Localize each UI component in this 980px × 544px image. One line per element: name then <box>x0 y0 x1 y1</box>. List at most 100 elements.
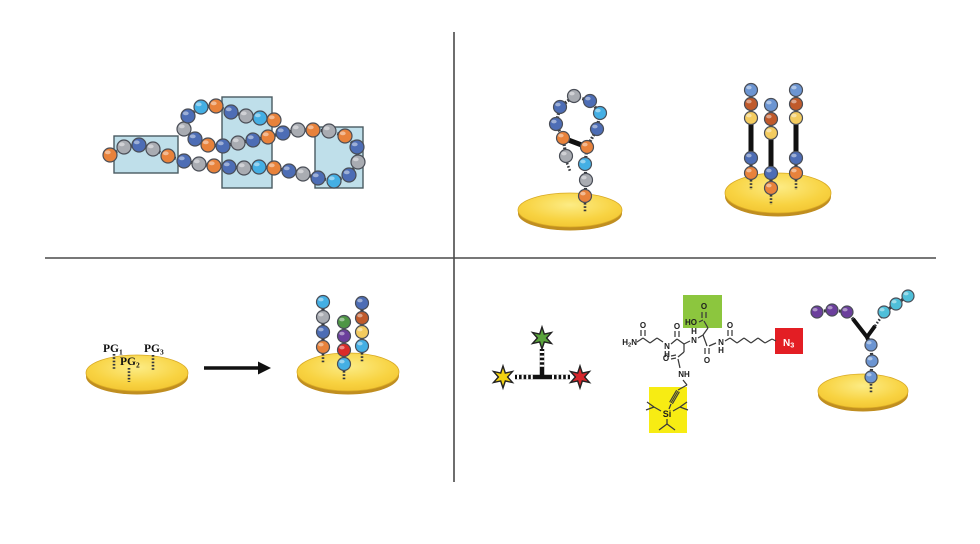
bead <box>102 147 118 163</box>
bead <box>763 125 779 141</box>
pg-label-3: PG3 <box>144 343 164 357</box>
bead <box>558 148 574 164</box>
atom-label: N <box>691 336 697 345</box>
green-star <box>530 324 554 352</box>
bead <box>349 139 365 155</box>
bead <box>354 338 370 354</box>
bead <box>350 154 366 170</box>
rod-strand <box>743 82 759 190</box>
panel-immobilized-structures <box>517 82 832 231</box>
bead <box>145 141 161 157</box>
bead <box>215 138 231 154</box>
gold-disc-display <box>817 373 909 412</box>
star-tripod <box>491 324 592 391</box>
bead <box>245 132 261 148</box>
bead <box>864 338 878 352</box>
bead <box>193 99 209 115</box>
bead-strand <box>336 314 352 380</box>
pg-label-2: PG2 <box>120 356 140 370</box>
bead <box>200 137 216 153</box>
bead <box>191 156 207 172</box>
bead <box>864 370 878 384</box>
bead <box>763 111 779 127</box>
atom-label: NH <box>678 370 690 379</box>
bead <box>763 97 779 113</box>
atom-label: O <box>701 302 707 311</box>
bead <box>582 93 598 109</box>
bead <box>281 163 297 179</box>
bead <box>743 150 759 166</box>
bead <box>548 116 564 132</box>
bead <box>206 158 222 174</box>
atom-label: O <box>640 321 646 330</box>
bead <box>260 129 276 145</box>
bead <box>290 122 306 138</box>
bead <box>840 305 854 319</box>
acid-highlight-box <box>683 295 722 328</box>
bead <box>865 354 879 368</box>
atom-label: O <box>663 354 669 363</box>
bead <box>321 123 337 139</box>
atom-label: N3​ <box>783 338 794 350</box>
bead <box>251 159 267 175</box>
bead <box>187 131 203 147</box>
bead <box>336 314 352 330</box>
bead <box>552 99 568 115</box>
atom-label: H <box>718 346 724 355</box>
atom-label: N <box>718 338 724 347</box>
displayed-conjugate <box>810 289 915 412</box>
bead <box>208 98 224 114</box>
atom-label: H2​N <box>622 338 637 349</box>
bead <box>763 165 779 181</box>
bead <box>743 165 759 181</box>
atom-label: HO <box>685 318 697 327</box>
bead <box>230 135 246 151</box>
bead <box>295 166 311 182</box>
bead <box>336 328 352 344</box>
bead <box>275 125 291 141</box>
bead <box>743 110 759 126</box>
bead <box>788 82 804 98</box>
bead <box>221 159 237 175</box>
atom-label: O <box>674 322 680 331</box>
bead <box>579 139 595 155</box>
bead <box>566 88 582 104</box>
bead <box>315 324 331 340</box>
bead <box>825 303 839 317</box>
bead <box>336 356 352 372</box>
arrowhead <box>258 361 271 375</box>
bead <box>315 339 331 355</box>
bead <box>577 188 593 204</box>
atom-label: N <box>664 342 670 351</box>
bead <box>236 160 252 176</box>
bead <box>589 121 605 137</box>
bead <box>901 289 915 303</box>
azide-highlight-box <box>775 328 803 354</box>
bead <box>305 122 321 138</box>
gold-disc-rods <box>724 172 832 217</box>
atom-label: O <box>704 356 710 365</box>
atom-label: O <box>727 321 733 330</box>
bead <box>889 297 903 311</box>
red-star <box>568 363 592 391</box>
bead <box>131 137 147 153</box>
bead <box>592 105 608 121</box>
bead <box>354 324 370 340</box>
bead <box>337 128 353 144</box>
bead <box>763 180 779 196</box>
reaction-arrow <box>204 361 271 375</box>
bead <box>180 108 196 124</box>
bead <box>252 110 268 126</box>
rod-strand <box>763 97 779 205</box>
bead <box>788 165 804 181</box>
gold-disc-protected <box>85 354 189 395</box>
rod-strand <box>788 82 804 190</box>
bead <box>116 139 132 155</box>
bead <box>354 310 370 326</box>
panel-dividers <box>45 32 936 482</box>
bead <box>788 96 804 112</box>
bead <box>788 110 804 126</box>
bead <box>877 305 891 319</box>
